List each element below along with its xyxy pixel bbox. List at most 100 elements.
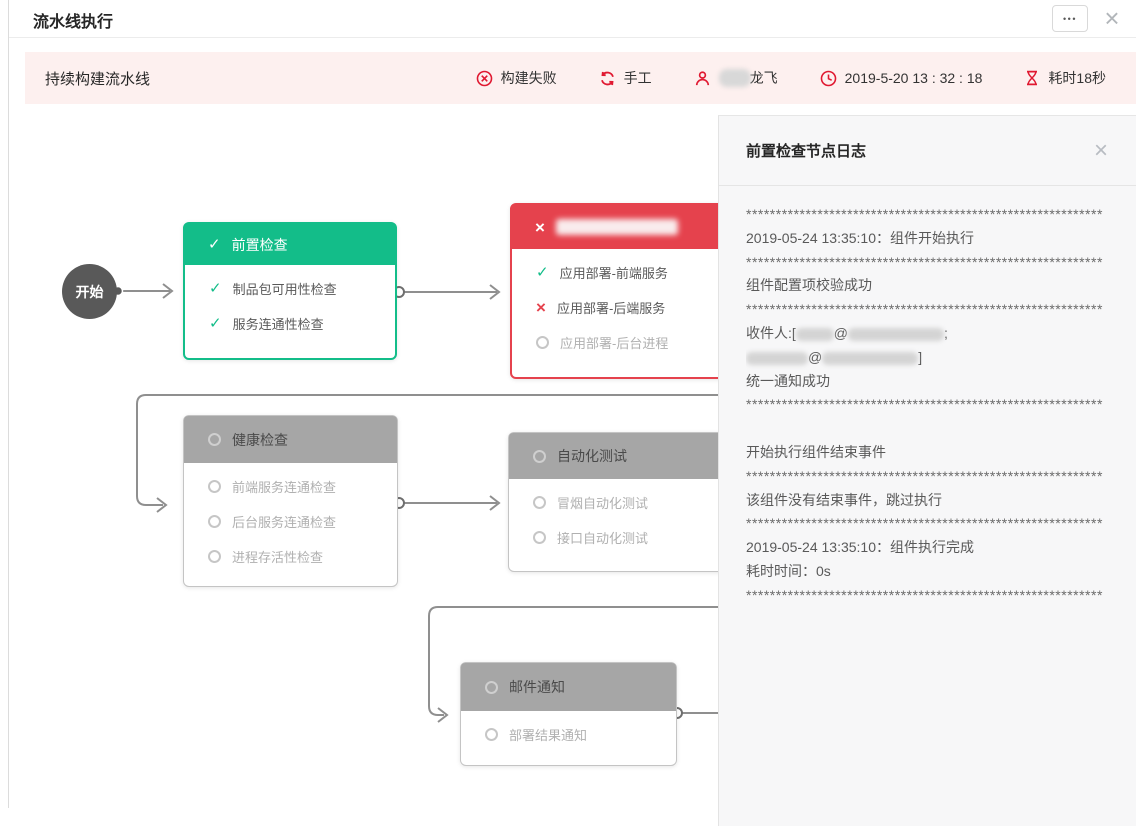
- trigger-mode: 手工: [599, 68, 652, 88]
- build-duration: 耗时18秒: [1024, 68, 1106, 88]
- clock-icon: [820, 70, 836, 86]
- log-line: 组件配置项校验成功: [746, 277, 872, 294]
- step-label: 应用部署-后端服务: [556, 301, 666, 316]
- node-autotest[interactable]: 自动化测试 冒烟自动化测试 接口自动化测试: [508, 432, 730, 572]
- close-icon: ×: [1093, 136, 1108, 164]
- trigger-mode-label: 手工: [623, 70, 652, 86]
- log-text: 收件人:[: [746, 324, 796, 341]
- node-mail-body: 部署结果通知: [461, 711, 676, 762]
- check-icon: ✓: [209, 315, 222, 332]
- check-icon: ✓: [209, 280, 222, 297]
- pending-circle-icon: [485, 680, 498, 694]
- log-text: @: [808, 348, 823, 365]
- log-separator: ****************************************…: [746, 467, 1103, 484]
- node-health[interactable]: 健康检查 前端服务连通检查 后台服务连通检查 进程存活性检查: [183, 415, 398, 587]
- email-redacted: [848, 327, 944, 341]
- hourglass-icon: [1027, 70, 1038, 86]
- pending-circle-icon: [533, 531, 546, 544]
- person-icon: [695, 70, 709, 85]
- start-node[interactable]: 开始: [62, 264, 117, 319]
- email-redacted: [746, 351, 808, 365]
- step-label: 制品包可用性检查: [232, 282, 337, 297]
- failed-circle-x-icon: [476, 70, 492, 86]
- pending-circle-icon: [208, 550, 221, 563]
- step-label: 冒烟自动化测试: [557, 496, 649, 511]
- log-blank-line: [746, 417, 1112, 441]
- executor-name: 龙飞: [749, 70, 778, 86]
- x-icon: ×: [536, 298, 546, 317]
- log-line-recipient-2: @]: [746, 346, 1112, 370]
- step-label: 前端服务连通检查: [232, 480, 337, 495]
- log-panel-title: 前置检查节点日志: [746, 143, 867, 160]
- build-time: 2019-5-20 13 : 32 : 18: [820, 70, 983, 87]
- step-row: ✓ 服务连通性检查: [185, 306, 395, 341]
- step-label: 进程存活性检查: [232, 550, 324, 565]
- log-text: ]: [918, 348, 923, 365]
- step-row: × 应用部署-后端服务: [512, 290, 728, 325]
- email-redacted: [822, 351, 919, 365]
- more-button[interactable]: •••: [1052, 5, 1088, 32]
- log-separator: ****************************************…: [746, 206, 1103, 222]
- pending-circle-icon: [533, 449, 546, 463]
- log-line-recipient-1: 收件人:[ @;: [746, 322, 1112, 346]
- window-close-button[interactable]: ×: [1098, 2, 1126, 34]
- step-row: 应用部署-后台进程: [512, 325, 728, 360]
- node-precheck[interactable]: ✓ 前置检查 ✓ 制品包可用性检查 ✓ 服务连通性检查: [183, 222, 397, 360]
- step-row: 后台服务连通检查: [184, 504, 397, 539]
- log-line: 2019-05-24 13:35:10：组件开始执行: [746, 229, 974, 246]
- log-line: 耗时时间：0s: [746, 562, 831, 579]
- page-title: 流水线执行: [33, 14, 114, 31]
- log-separator: ****************************************…: [746, 396, 1103, 413]
- log-line: 2019-05-24 13:35:10：组件执行完成: [746, 539, 974, 556]
- pending-circle-icon: [208, 515, 221, 528]
- node-health-title: 健康检查: [232, 431, 288, 448]
- log-separator: ****************************************…: [746, 586, 1103, 603]
- step-label: 后台服务连通检查: [232, 515, 337, 530]
- executor: 龙飞: [694, 68, 778, 88]
- log-close-button[interactable]: ×: [1090, 137, 1112, 165]
- pending-circle-icon: [208, 433, 221, 446]
- node-precheck-body: ✓ 制品包可用性检查 ✓ 服务连通性检查: [185, 265, 395, 351]
- left-divider: [8, 0, 9, 808]
- node-autotest-title: 自动化测试: [557, 448, 627, 464]
- step-row: 部署结果通知: [461, 717, 676, 752]
- step-row: 冒烟自动化测试: [509, 485, 729, 520]
- build-duration-label: 耗时18秒: [1048, 70, 1106, 86]
- titlebar: 流水线执行 ••• ×: [9, 0, 1136, 38]
- step-label: 应用部署-后台进程: [560, 336, 669, 351]
- step-row: 接口自动化测试: [509, 520, 729, 555]
- log-line: 该组件没有结束事件，跳过执行: [746, 491, 942, 508]
- build-time-label: 2019-5-20 13 : 32 : 18: [844, 70, 983, 86]
- node-mail-title: 邮件通知: [509, 679, 565, 695]
- log-text: @: [833, 324, 848, 341]
- start-label: 开始: [75, 283, 104, 300]
- ellipsis-icon: •••: [1063, 13, 1077, 24]
- step-label: 部署结果通知: [509, 728, 588, 743]
- log-text: ;: [944, 324, 948, 341]
- status-meta: 构建失败 手工 龙飞 2019-5-20 13 : 32 :: [476, 68, 1106, 88]
- pending-circle-icon: [533, 496, 546, 509]
- build-result-label: 构建失败: [500, 70, 557, 86]
- node-precheck-title: 前置检查: [231, 236, 288, 253]
- log-content: ****************************************…: [719, 186, 1136, 608]
- executor-name-redacted: [718, 69, 751, 87]
- email-redacted: [795, 327, 834, 341]
- step-row: 进程存活性检查: [184, 539, 397, 574]
- log-line: 开始执行组件结束事件: [746, 443, 886, 460]
- node-autotest-header: 自动化测试: [509, 433, 729, 479]
- node-log-panel: 前置检查节点日志 × *****************************…: [718, 115, 1136, 826]
- node-health-header: 健康检查: [184, 416, 397, 463]
- check-icon: ✓: [208, 236, 221, 253]
- node-health-body: 前端服务连通检查 后台服务连通检查 进程存活性检查: [184, 463, 397, 584]
- node-deploy[interactable]: × ✓ 应用部署-前端服务 × 应用部署-后端服务 应用部署-后台进程: [510, 203, 730, 379]
- step-label: 应用部署-前端服务: [559, 266, 668, 281]
- log-separator: ****************************************…: [746, 515, 1103, 532]
- log-line: 统一通知成功: [746, 372, 830, 389]
- node-mail[interactable]: 邮件通知 部署结果通知: [460, 662, 677, 766]
- step-label: 接口自动化测试: [557, 531, 649, 546]
- node-deploy-body: ✓ 应用部署-前端服务 × 应用部署-后端服务 应用部署-后台进程: [512, 249, 728, 370]
- pending-circle-icon: [208, 480, 221, 493]
- pending-circle-icon: [485, 728, 498, 741]
- sync-icon: [600, 71, 614, 85]
